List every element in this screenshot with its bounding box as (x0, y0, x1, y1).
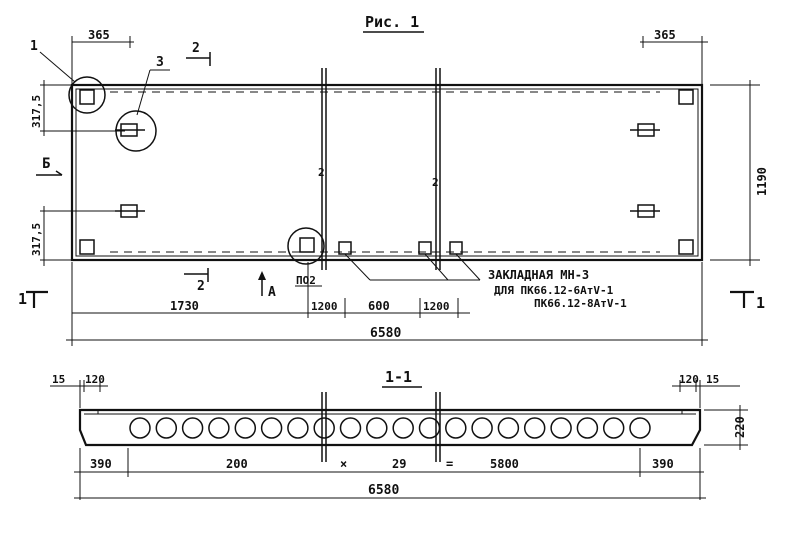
hollow-core (550, 417, 572, 439)
dim-edge-top: 317,5 (30, 95, 43, 128)
note-line-1: ЗАКЛАДНАЯ МН-3 (488, 268, 589, 282)
slab-outline (70, 83, 704, 262)
dim-total: 6580 (370, 326, 401, 341)
hollow-core (287, 417, 309, 439)
break-mark-right: 2 (432, 176, 439, 189)
hollow-core (471, 417, 493, 439)
hollow-core (392, 417, 414, 439)
dim-height: 1190 (755, 167, 769, 196)
hollow-cores (129, 417, 651, 439)
hollow-core (576, 417, 599, 439)
hollow-core (497, 417, 520, 439)
callout-3: 3 (156, 55, 164, 70)
hollow-core (208, 417, 230, 439)
dim-600: 600 (368, 299, 390, 313)
hollow-core (366, 417, 388, 439)
sec-dim-count: 29 (392, 457, 406, 471)
dim-left-top: 365 (88, 28, 110, 42)
figure-title: Рис. 1 (365, 13, 419, 31)
sec-dim-end-right: 390 (652, 457, 674, 471)
sec-dim-height: 220 (733, 416, 747, 438)
hollow-core (155, 417, 178, 439)
callout-1: 1 (30, 39, 38, 54)
dim-1200-a: 1200 (311, 300, 338, 313)
section-outline (78, 408, 702, 447)
sec-dim-eq: = (446, 457, 453, 471)
sec-dim-right-15: 15 (706, 373, 719, 386)
plan-view: 2 2 1 3 2 2 Б А ПО2 1 1 (18, 39, 765, 312)
hollow-core (181, 417, 204, 439)
sec-dim-left-15: 15 (52, 373, 65, 386)
sec-dim-total: 6580 (368, 483, 399, 498)
callout-a: А (268, 285, 276, 300)
hollow-core (339, 417, 362, 439)
sec-dim-pitch: 200 (226, 457, 248, 471)
section-mark-right: 1 (756, 294, 765, 312)
callout-b: Б (42, 156, 50, 172)
hollow-core (260, 417, 283, 439)
hollow-core (523, 417, 546, 439)
sec-dim-span: 5800 (490, 457, 519, 471)
section-title: 1-1 (385, 368, 412, 386)
sec-dim-end-left: 390 (90, 457, 112, 471)
dim-edge-bottom: 317,5 (30, 223, 43, 256)
note-line-3: ПК66.12-8АтV-1 (534, 297, 627, 310)
sec-dim-times: × (340, 457, 347, 471)
corner-embeds (79, 89, 694, 255)
sec-dim-right-120: 120 (679, 373, 699, 386)
hollow-core (445, 417, 467, 439)
dim-right-top: 365 (654, 28, 676, 42)
section-dimensions: 15 120 120 15 220 390 200 × 29 = (50, 373, 748, 500)
dim-1200-b: 1200 (423, 300, 450, 313)
lifting-loops (115, 123, 660, 218)
plan-dimensions: 365 365 1190 317,5 317,5 (30, 28, 769, 346)
sec-dim-left-120: 120 (85, 373, 105, 386)
dim-1730: 1730 (170, 299, 199, 313)
callout-2-top: 2 (192, 41, 200, 56)
break-mark-left: 2 (318, 166, 325, 179)
callout-po2: ПО2 (296, 274, 316, 287)
hollow-core (629, 417, 651, 439)
callout-2-bottom: 2 (197, 279, 205, 294)
break-lines (321, 68, 441, 270)
hollow-core (313, 417, 335, 439)
hollow-core (129, 417, 151, 439)
callout-circle-1 (68, 76, 106, 114)
hollow-core (234, 417, 257, 439)
callout-circle-po2 (287, 227, 325, 265)
section-view: 1-1 (78, 368, 702, 462)
note-line-2: ДЛЯ ПК66.12-6АтV-1 (494, 284, 614, 297)
hollow-core (602, 417, 625, 439)
section-mark-left: 1 (18, 290, 27, 308)
